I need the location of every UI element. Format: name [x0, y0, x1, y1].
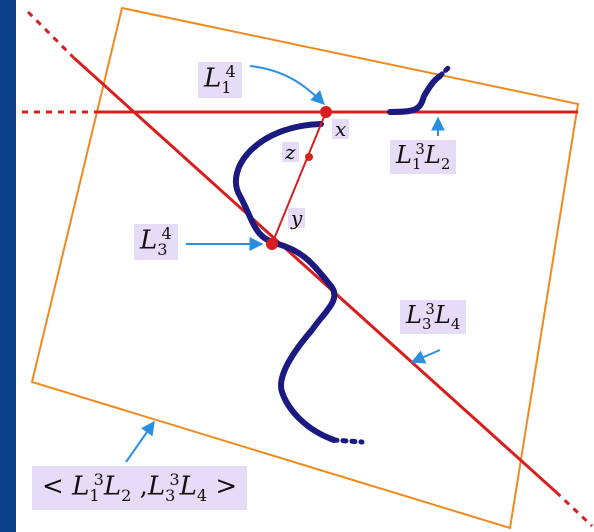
label-span: < L13L2 ,L33L4 >: [32, 466, 248, 510]
label-x: x: [332, 119, 350, 139]
curve: [232, 121, 338, 443]
curve-bottom-dotted: [331, 437, 365, 445]
line-L3: [72, 56, 558, 494]
label-y: y: [288, 208, 306, 228]
label-L3-3-L4: L33L4: [400, 300, 467, 334]
curve-right-dotted: [437, 63, 453, 79]
line-L3-dotted-bottom: [554, 490, 594, 528]
line-L3-dotted-top: [26, 10, 76, 60]
point-x: [320, 106, 332, 118]
point-y: [266, 238, 278, 250]
label-L1-3-L2: L13L2: [390, 140, 457, 174]
diagram-canvas: [22, 6, 594, 530]
label-z: z: [282, 142, 299, 162]
arrow-L1-4: [249, 65, 325, 105]
label-L3-4: L34: [134, 224, 178, 260]
arrow-L3-3-L4: [410, 349, 441, 364]
label-L1-4: L14: [198, 62, 242, 98]
diagram-panel: x z y L14 L34 L13L2 L33L4 < L13L2 ,L33L4…: [16, 0, 594, 532]
arrow-span: [125, 420, 155, 463]
curve-right-end: [387, 73, 443, 115]
plane-frame: [30, 6, 580, 530]
segment-x-y: [271, 111, 327, 245]
point-z: [305, 153, 313, 161]
